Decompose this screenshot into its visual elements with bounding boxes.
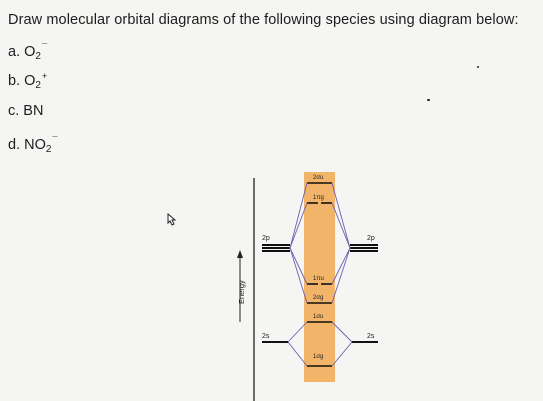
item-b-subscript: 2 <box>35 80 41 91</box>
right-2p-label: 2p <box>367 235 375 242</box>
mo-highlight-column <box>304 172 335 382</box>
item-b-charge: + <box>41 71 48 81</box>
stray-mark-1 <box>477 66 479 68</box>
item-a-charge: ¯ <box>41 42 47 52</box>
question-item-b: b. O2+ <box>8 71 47 91</box>
question-item-d: d. NO2¯ <box>8 135 57 155</box>
item-a-label: a. O <box>8 44 36 60</box>
item-b-label: b. O <box>8 73 36 89</box>
question-item-c: c. BN <box>8 103 43 119</box>
item-d-label: d. NO <box>8 137 46 153</box>
mo-label-2su: 2σu <box>313 175 323 181</box>
item-c-label: c. BN <box>8 103 44 119</box>
item-a-subscript: 2 <box>35 51 41 62</box>
hand-pointer-icon <box>167 213 177 226</box>
item-d-subscript: 2 <box>45 144 52 155</box>
stray-mark-2 <box>427 99 430 101</box>
mo-label-2sg: 2σg <box>313 295 323 301</box>
right-2s-label: 2s <box>367 333 375 340</box>
item-d-charge: ¯ <box>52 135 58 145</box>
energy-axis-label: Energy <box>237 280 246 304</box>
mo-label-1pu: 1πu <box>313 276 324 282</box>
energy-arrow-head <box>237 250 243 258</box>
mo-label-1su: 1σu <box>313 314 323 320</box>
question-item-a: a. O2¯ <box>8 42 47 62</box>
left-2s-label: 2s <box>262 333 270 340</box>
mo-label-1sg: 1σg <box>313 354 323 360</box>
question-prompt: Draw molecular orbital diagrams of the f… <box>8 12 519 28</box>
left-2p-label: 2p <box>262 235 270 242</box>
mo-label-1pg: 1πg <box>313 195 324 201</box>
correlation-lines <box>287 182 353 367</box>
